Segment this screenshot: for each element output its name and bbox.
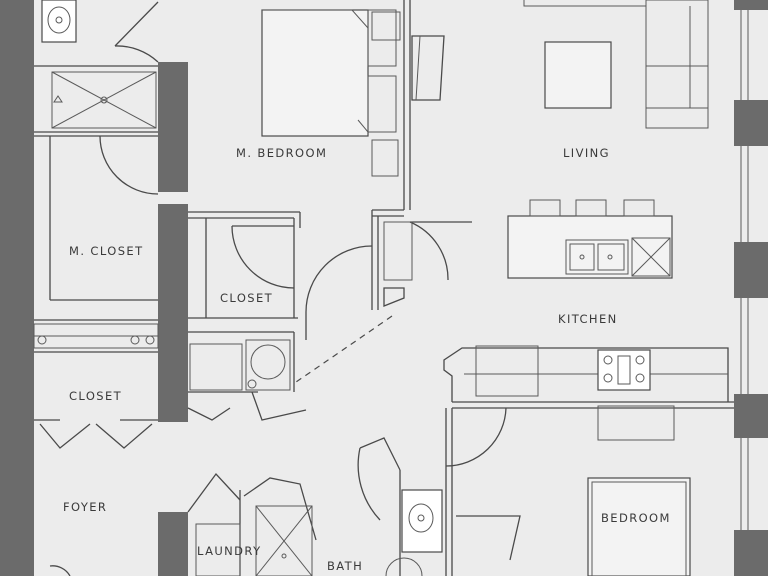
label-m-bedroom: M. BEDROOM	[236, 146, 327, 160]
partitions	[34, 0, 734, 576]
label-m-closet: M. CLOSET	[69, 244, 144, 258]
right-wall-seg-2	[734, 100, 768, 146]
label-foyer: FOYER	[63, 500, 107, 514]
laundry-wall	[158, 512, 188, 576]
left-exterior-wall	[0, 0, 34, 576]
sofa	[645, 0, 709, 129]
bedroom-bed	[587, 477, 691, 576]
label-living: LIVING	[563, 146, 610, 160]
label-laundry: LAUNDRY	[197, 544, 262, 558]
right-wall-seg-3	[734, 242, 768, 298]
label-bath: BATH	[327, 559, 363, 573]
master-bed	[261, 9, 369, 137]
label-closet-left: CLOSET	[69, 389, 122, 403]
right-wall-seg-1	[734, 0, 768, 10]
washer	[195, 523, 241, 576]
sink-top-left	[41, 0, 77, 43]
column-upper	[158, 62, 188, 192]
coffee-table	[544, 41, 612, 109]
shower	[51, 71, 157, 129]
room-labels: M. BEDROOM LIVING M. CLOSET CLOSET KITCH…	[63, 146, 671, 573]
fixtures	[33, 0, 729, 576]
column-lower	[158, 204, 188, 422]
kitchen-cabinet	[597, 405, 675, 441]
doors	[39, 1, 521, 576]
label-kitchen: KITCHEN	[558, 312, 618, 326]
right-wall-seg-5	[734, 530, 768, 576]
range	[597, 349, 651, 391]
kitchen-island	[507, 215, 673, 279]
right-wall-seg-4	[734, 394, 768, 438]
windows-right	[740, 10, 749, 530]
label-closet-center: CLOSET	[220, 291, 273, 305]
label-bedroom: BEDROOM	[601, 511, 671, 525]
